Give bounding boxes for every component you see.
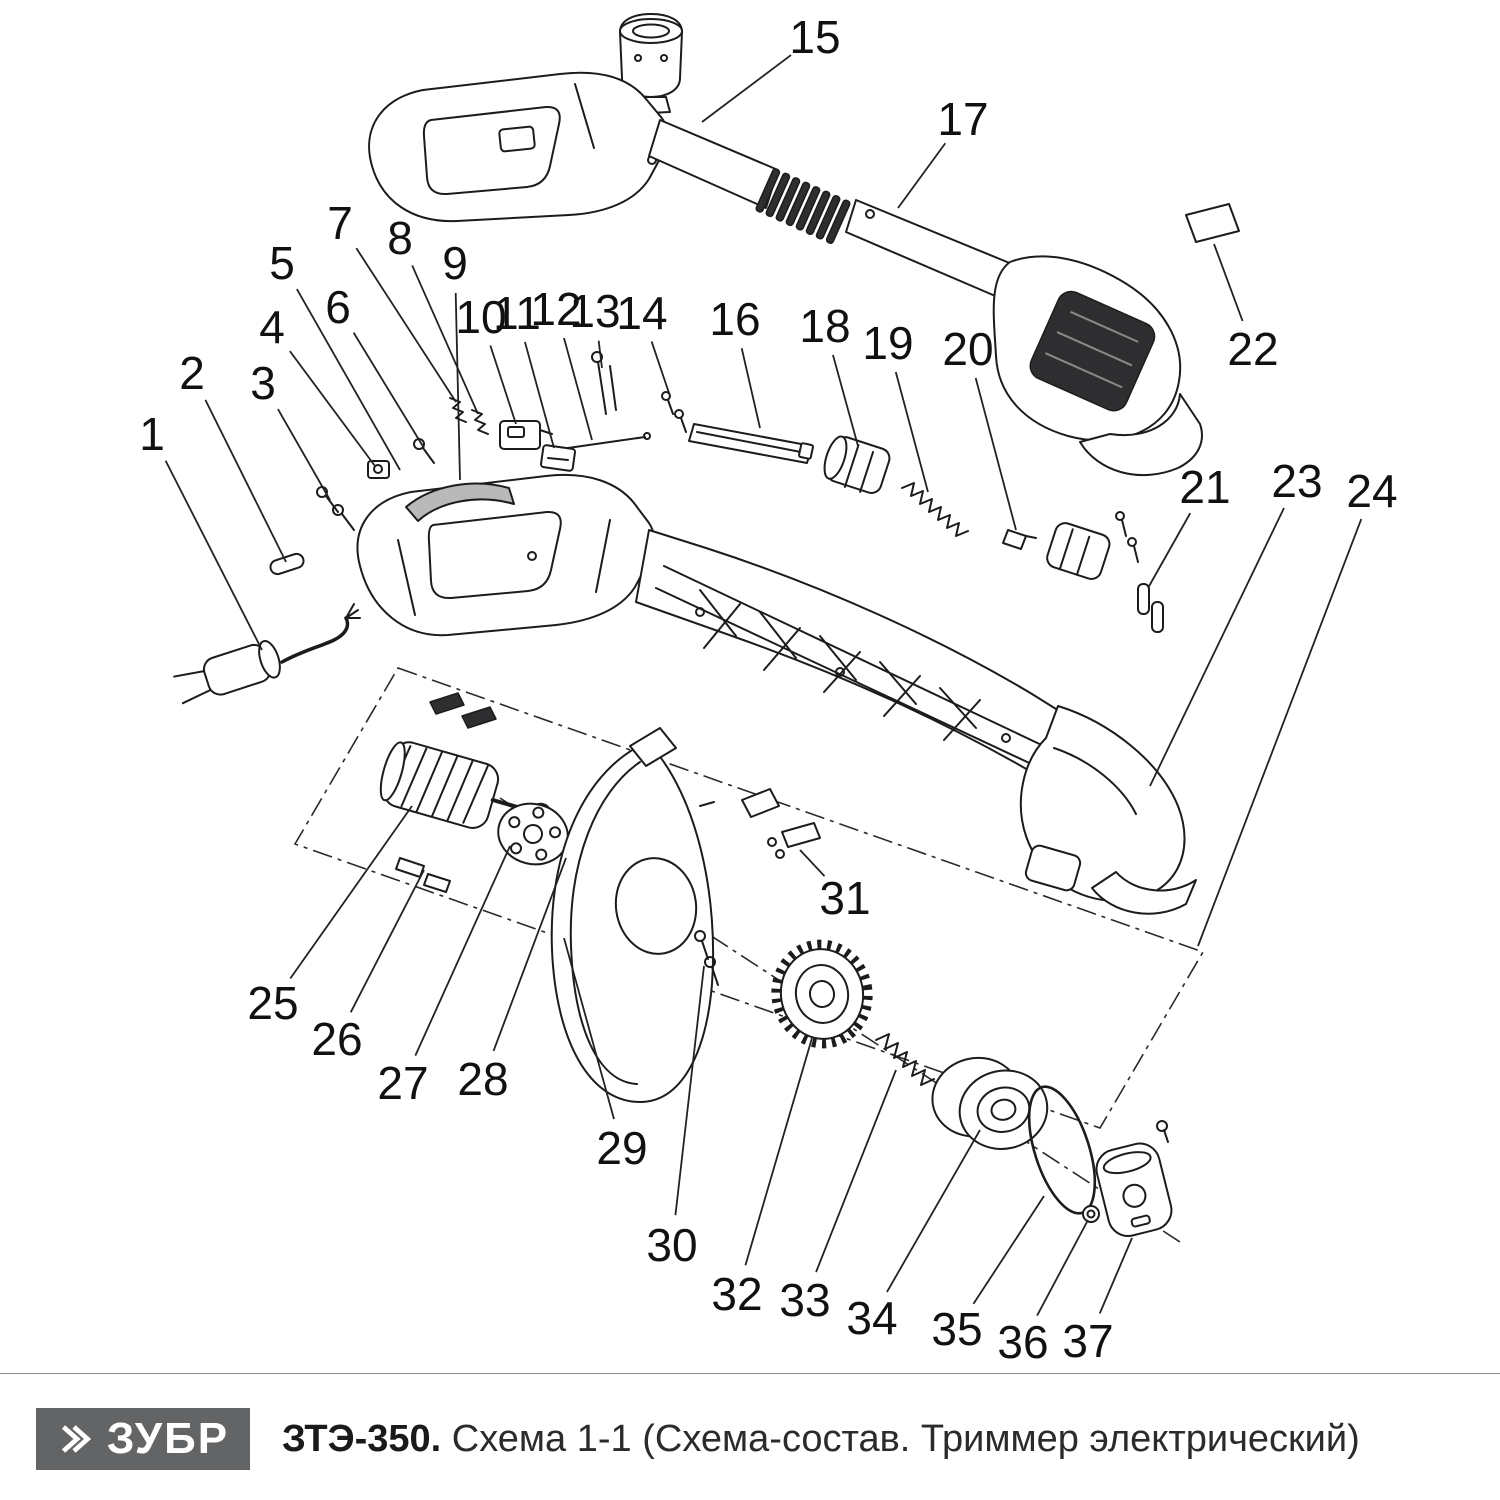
- part-number-24: 24: [1346, 465, 1397, 517]
- schema-title: Схема 1-1 (Схема-состав. Триммер электри…: [451, 1417, 1360, 1460]
- leader-line-21: [1147, 512, 1192, 589]
- part-number-3: 3: [250, 357, 276, 409]
- small-parts: [269, 351, 1164, 633]
- part-number-27: 27: [377, 1057, 428, 1109]
- leader-line-8: [411, 265, 479, 415]
- part-number-31: 31: [819, 872, 870, 924]
- part-number-10: 10: [455, 291, 506, 343]
- part-number-25: 25: [247, 977, 298, 1029]
- leader-line-22: [1213, 243, 1244, 322]
- leader-line-29: [563, 937, 615, 1120]
- drivetrain-parts: [379, 692, 1173, 1237]
- leader-line-6: [352, 332, 425, 449]
- leader-line-1: [164, 460, 263, 651]
- part-number-15: 15: [789, 11, 840, 63]
- leader-line-10: [489, 345, 517, 425]
- part-number-6: 6: [325, 281, 351, 333]
- part-number-13: 13: [569, 285, 620, 337]
- exploded-housing: [356, 473, 1197, 915]
- part-number-16: 16: [709, 293, 760, 345]
- leader-line-7: [355, 247, 457, 403]
- leader-line-26: [349, 869, 425, 1013]
- assembled-trimmer-view: [368, 13, 1203, 477]
- part-number-23: 23: [1271, 455, 1322, 507]
- leader-line-18: [832, 354, 859, 447]
- part-number-17: 17: [937, 93, 988, 145]
- leader-line-15: [701, 54, 792, 123]
- leader-line-30: [674, 965, 705, 1216]
- leader-line-33: [815, 1069, 897, 1273]
- leader-line-9: [454, 292, 461, 481]
- leader-line-32: [744, 1037, 813, 1266]
- flex-joint: [755, 168, 851, 244]
- leader-line-11: [524, 341, 555, 449]
- part-number-18: 18: [799, 300, 850, 352]
- zubr-logo-text: ЗУБР: [106, 1414, 230, 1463]
- part-number-28: 28: [457, 1053, 508, 1105]
- leader-line-23: [1149, 507, 1285, 787]
- part-number-20: 20: [942, 323, 993, 375]
- leader-line-2: [204, 399, 287, 563]
- part-number-19: 19: [862, 317, 913, 369]
- part-number-34: 34: [846, 1292, 897, 1344]
- part-number-37: 37: [1062, 1315, 1113, 1367]
- part-number-14: 14: [616, 287, 667, 339]
- part-number-9: 9: [442, 237, 468, 289]
- leader-line-12: [563, 337, 593, 441]
- model-number: ЗТЭ-350.: [282, 1417, 442, 1460]
- assembly-boundary-line: [293, 667, 1205, 1129]
- part-number-5: 5: [269, 237, 295, 289]
- leader-line-34: [886, 1129, 981, 1293]
- leader-line-27: [414, 845, 511, 1057]
- part-number-33: 33: [779, 1274, 830, 1326]
- part-number-22: 22: [1227, 323, 1278, 375]
- footer: ЗУБР ЗТЭ-350. Схема 1-1 (Схема-состав. Т…: [36, 1408, 1360, 1470]
- leader-line-19: [894, 371, 929, 493]
- leader-line-25: [289, 805, 413, 980]
- leader-line-24: [1197, 518, 1363, 947]
- leader-line-13: [597, 340, 603, 369]
- part-number-11: 11: [493, 287, 541, 339]
- leader-line-28: [492, 857, 567, 1052]
- part-number-35: 35: [931, 1303, 982, 1355]
- power-plug: [173, 603, 361, 705]
- zubr-logo: ЗУБР: [36, 1408, 250, 1470]
- leader-line-31: [799, 849, 826, 877]
- part-number-2: 2: [179, 347, 205, 399]
- leader-line-14: [650, 341, 671, 397]
- leader-line-5: [296, 288, 401, 471]
- part-number-7: 7: [327, 197, 353, 249]
- leader-line-4: [289, 350, 376, 467]
- exploded-parts-diagram: 1234567891011121314151617181920212223242…: [139, 11, 1397, 1368]
- part-number-30: 30: [646, 1219, 697, 1271]
- part-number-8: 8: [387, 212, 413, 264]
- part-number-4: 4: [259, 301, 285, 353]
- footer-divider: [0, 1373, 1500, 1374]
- leader-line-35: [972, 1195, 1045, 1305]
- part-number-36: 36: [997, 1316, 1048, 1368]
- zubr-logo-arrow-icon: [61, 1425, 91, 1453]
- part-number-21: 21: [1179, 461, 1230, 513]
- part-number-26: 26: [311, 1013, 362, 1065]
- schema-caption: ЗТЭ-350. Схема 1-1 (Схема-состав. Тримме…: [282, 1418, 1360, 1461]
- leader-line-17: [897, 142, 947, 209]
- leader-line-16: [740, 348, 761, 429]
- part-22-plate: [1185, 203, 1240, 243]
- part-number-12: 12: [530, 283, 581, 335]
- part-number-32: 32: [711, 1268, 762, 1320]
- part-number-29: 29: [596, 1122, 647, 1174]
- leader-lines: [164, 54, 1363, 1316]
- part-number-1: 1: [139, 408, 165, 460]
- leader-line-3: [277, 408, 331, 501]
- leader-line-36: [1036, 1219, 1089, 1316]
- leader-line-37: [1098, 1237, 1133, 1314]
- leader-line-20: [974, 377, 1017, 531]
